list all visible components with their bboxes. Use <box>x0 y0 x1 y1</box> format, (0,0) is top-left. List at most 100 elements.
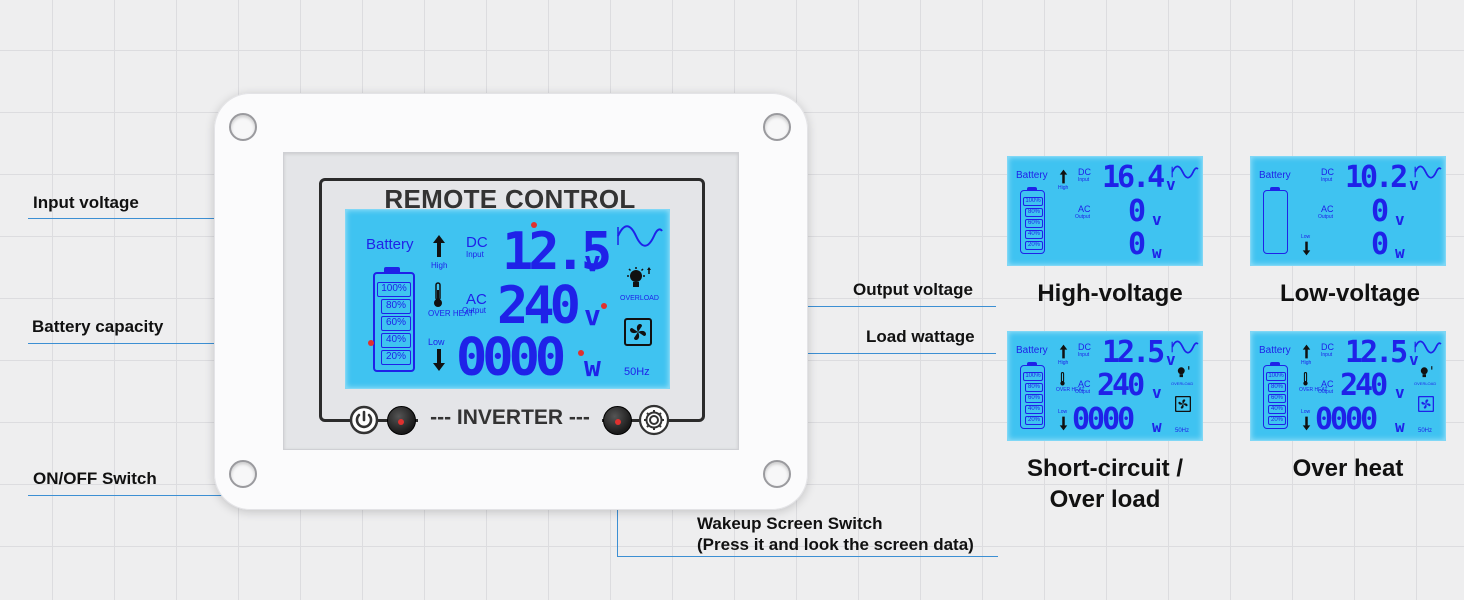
battery-level-80: 80% <box>1025 208 1043 217</box>
battery-cap <box>1270 187 1280 191</box>
low-label: Low <box>1058 409 1068 415</box>
high-label: High <box>1058 185 1069 191</box>
output-voltage-readout: 0 <box>1128 194 1147 229</box>
sine-wave-icon <box>1414 340 1442 354</box>
screw-hole <box>763 460 791 488</box>
caption-short-circuit-line2: Over load <box>1049 486 1161 513</box>
battery-level-60: 60% <box>1025 219 1043 228</box>
frequency-label: 50Hz <box>1175 428 1190 434</box>
leader-line-battery-capacity <box>28 343 372 344</box>
dc-label: DC <box>1078 167 1091 177</box>
callout-wakeup-line1: Wakeup Screen Switch <box>697 514 883 533</box>
dc-label: DC <box>1321 342 1334 352</box>
battery-icon <box>1263 365 1288 429</box>
arrow-up-icon <box>1059 344 1068 359</box>
high-label: High <box>1058 360 1069 366</box>
input-voltage-unit: v <box>1166 350 1176 369</box>
input-voltage-readout: 12.5 <box>1345 335 1408 370</box>
ac-label: AC <box>1321 379 1334 389</box>
marker-dot <box>398 419 404 425</box>
load-wattage-readout: 0000 <box>456 328 566 388</box>
fan-icon <box>1175 396 1191 412</box>
battery-level-40: 40% <box>1268 405 1286 414</box>
marker-dot <box>615 419 621 425</box>
overload-bulb-icon <box>1177 366 1190 378</box>
battery-icon <box>1263 190 1288 254</box>
battery-level-100: 100% <box>1023 197 1043 206</box>
high-label: High <box>431 261 448 270</box>
dc-label: DC <box>1078 342 1091 352</box>
battery-cap <box>1027 187 1037 191</box>
lcd-panel-low-voltage: Battery DC Input 10.2 v Low AC Output 0 … <box>1251 157 1445 265</box>
thermometer-icon <box>1303 372 1308 386</box>
sine-wave-icon <box>1414 165 1442 179</box>
arrow-up-icon <box>433 235 445 257</box>
dc-input-label: Input <box>1321 352 1333 358</box>
input-voltage-unit: v <box>1409 175 1419 194</box>
thermometer-icon <box>1060 372 1065 386</box>
load-wattage-unit: w <box>584 350 601 383</box>
output-voltage-unit: v <box>1395 210 1405 229</box>
output-voltage-unit: v <box>584 299 601 332</box>
output-voltage-readout: 240 <box>1340 368 1388 403</box>
input-voltage-readout: 10.2 <box>1345 160 1408 195</box>
output-voltage-unit: v <box>1395 383 1405 402</box>
gear-icon[interactable] <box>638 404 670 436</box>
battery-level-20: 20% <box>1025 241 1043 250</box>
marker-dot <box>578 350 584 356</box>
output-voltage-unit: v <box>1152 383 1162 402</box>
ac-output-label: Output <box>1075 389 1091 395</box>
main-lcd-screen: Battery High DC Input 12.5 v 100% 80% 60… <box>346 210 669 388</box>
overload-label: OVERLOAD <box>1171 381 1194 386</box>
load-wattage-readout: 0 <box>1128 227 1147 262</box>
ac-label: AC <box>1078 204 1091 214</box>
overload-bulb-icon <box>627 267 651 287</box>
caption-low-voltage: Low-voltage <box>1279 280 1420 307</box>
load-wattage-unit: w <box>1395 417 1405 436</box>
dc-label: DC <box>466 234 488 251</box>
screw-hole <box>229 460 257 488</box>
frequency-label: 50Hz <box>624 366 650 378</box>
sine-wave-icon <box>617 225 663 247</box>
input-voltage-readout: 12.5 <box>502 222 612 282</box>
ac-output-label: Output <box>1075 214 1091 220</box>
callout-battery-capacity: Battery capacity <box>32 317 164 336</box>
input-voltage-unit: v <box>584 245 601 278</box>
input-voltage-unit: v <box>1166 175 1176 194</box>
ac-output-label: Output <box>1318 214 1334 220</box>
battery-level-80: 80% <box>1025 383 1043 392</box>
ac-label: AC <box>1078 379 1091 389</box>
callout-on-off-switch: ON/OFF Switch <box>33 469 157 488</box>
thermometer-icon <box>434 282 442 307</box>
sine-wave-icon <box>1171 165 1199 179</box>
output-voltage-readout: 240 <box>497 276 581 336</box>
battery-level-40: 40% <box>381 333 411 348</box>
arrow-down-icon <box>1302 416 1311 431</box>
marker-dot <box>601 303 607 309</box>
load-wattage-unit: w <box>1152 417 1162 436</box>
battery-label: Battery <box>1016 170 1048 181</box>
inverter-label: --- INVERTER --- <box>418 406 602 430</box>
battery-level-40: 40% <box>1025 230 1043 239</box>
battery-icon <box>1020 190 1045 254</box>
overload-label: OVERLOAD <box>620 295 659 302</box>
caption-over-heat: Over heat <box>1292 455 1404 482</box>
battery-level-60: 60% <box>1268 394 1286 403</box>
power-icon[interactable] <box>349 405 379 435</box>
input-voltage-unit: v <box>1409 350 1419 369</box>
low-label: Low <box>1301 409 1311 415</box>
battery-level-40: 40% <box>1025 405 1043 414</box>
leader-line-wakeup <box>617 556 998 557</box>
marker-dot <box>368 340 374 346</box>
caption-short-circuit-line1: Short-circuit / <box>1026 455 1183 482</box>
low-label: Low <box>428 337 445 347</box>
lcd-panel-over-heat: Battery High DC Input 12.5 v 100% 80% 60… <box>1251 332 1445 440</box>
output-voltage-unit: v <box>1152 210 1162 229</box>
ac-output-label: Output <box>1318 389 1334 395</box>
battery-label: Battery <box>366 236 414 253</box>
load-wattage-unit: w <box>1152 243 1162 262</box>
arrow-up-icon <box>1302 344 1311 359</box>
battery-label: Battery <box>1016 345 1048 356</box>
callout-input-voltage: Input voltage <box>33 193 139 212</box>
screw-hole <box>763 113 791 141</box>
